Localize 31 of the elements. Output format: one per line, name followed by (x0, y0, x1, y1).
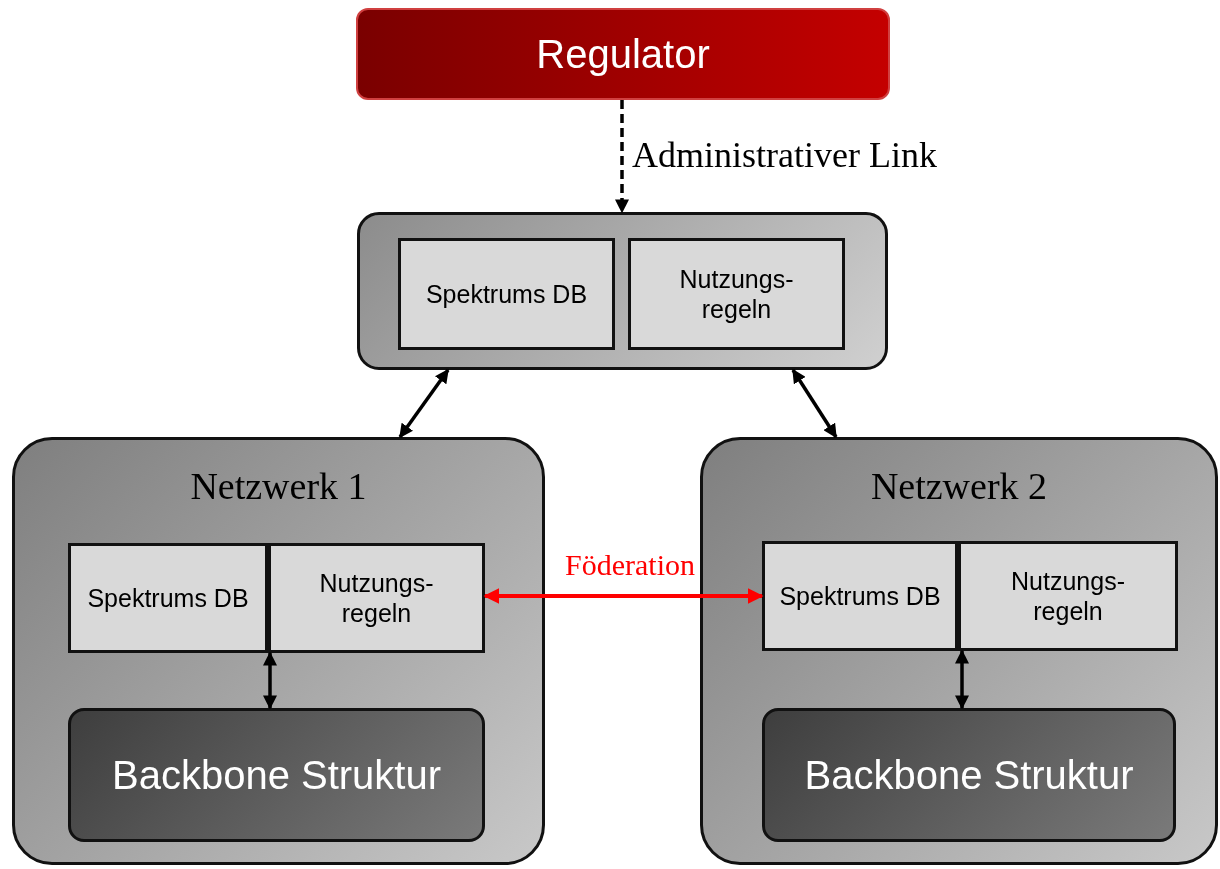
box-label: Spektrums DB (424, 279, 589, 309)
process-box (628, 238, 845, 350)
box-label: Spektrums DB (86, 583, 250, 613)
group-box (700, 437, 1218, 865)
edge-label: Föderation (565, 548, 695, 582)
process-box (268, 543, 485, 653)
arrow (955, 649, 969, 710)
box-label: Nutzungs- regeln (1010, 566, 1126, 626)
process-box (68, 708, 485, 842)
group-box (12, 437, 545, 865)
box-label: Spektrums DB (778, 581, 942, 611)
box-label: Nutzungs- regeln (678, 264, 795, 324)
process-box (762, 708, 1176, 842)
edge-label: Administrativer Link (632, 134, 937, 176)
arrow (791, 368, 838, 439)
arrow (483, 588, 764, 604)
box-label: Backbone Struktur (804, 752, 1134, 799)
process-box (68, 543, 268, 653)
arrow (263, 651, 277, 710)
group-title: Netzwerk 2 (870, 464, 1048, 509)
box-label: Nutzungs- regeln (318, 568, 435, 628)
process-box (398, 238, 615, 350)
group-box (357, 212, 888, 370)
process-box (762, 541, 958, 651)
group-title: Netzwerk 1 (190, 464, 367, 509)
box-label: Regulator (536, 31, 710, 78)
box-label: Backbone Struktur (111, 752, 442, 799)
arrow (615, 100, 629, 214)
process-box (958, 541, 1178, 651)
arrow (398, 368, 450, 439)
process-box (356, 8, 890, 100)
